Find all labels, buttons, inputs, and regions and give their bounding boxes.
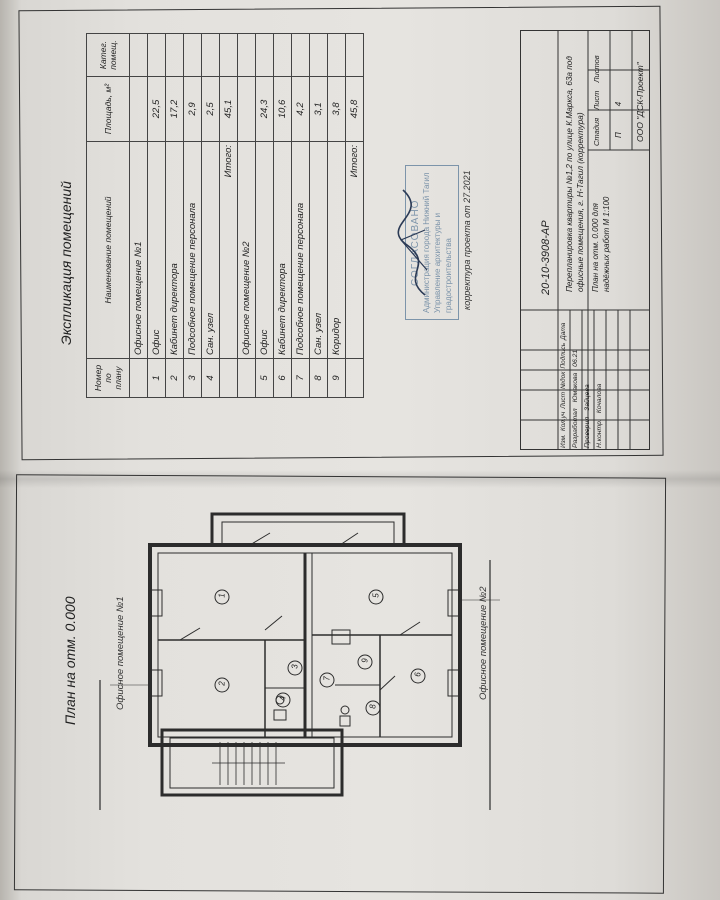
room-marker-3: 3 xyxy=(290,664,300,669)
room-marker-circles xyxy=(214,589,426,716)
room-marker-4: 4 xyxy=(278,696,288,701)
north-extension xyxy=(210,512,406,547)
approval-stamp-wrap: СОГЛАСОВАНО Администрация города Нижний … xyxy=(397,165,459,320)
room-marker-5: 5 xyxy=(371,593,381,598)
stairs xyxy=(212,742,285,785)
windows-left xyxy=(149,589,461,697)
stair-block xyxy=(160,728,344,797)
signature-scribble xyxy=(397,189,428,296)
room-marker-7: 7 xyxy=(322,676,332,681)
room-marker-1: 1 xyxy=(217,593,227,598)
page-fold xyxy=(0,470,720,488)
room-marker-9: 9 xyxy=(360,658,370,663)
room-marker-6: 6 xyxy=(413,672,423,677)
sanitary-fixtures xyxy=(273,695,351,727)
title-block-grid xyxy=(520,30,650,450)
room-marker-8: 8 xyxy=(368,704,378,709)
room-marker-2: 2 xyxy=(217,681,227,686)
title-block: 20-10-3908-АР Перепланировка квартиры №1… xyxy=(520,30,650,450)
door-swings xyxy=(179,532,421,691)
